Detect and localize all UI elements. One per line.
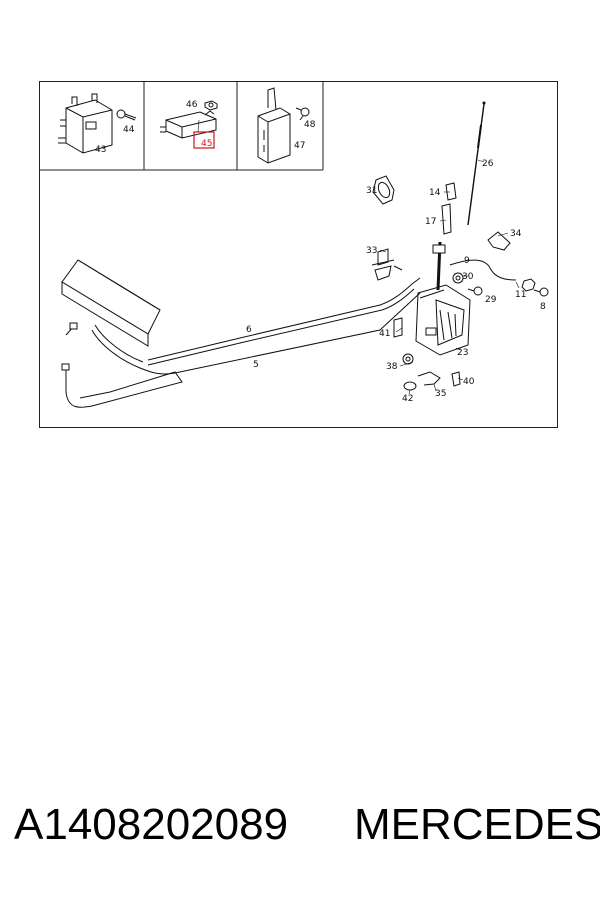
- part-42-nut: [403, 381, 417, 391]
- caption: A1408202089 MERCEDES: [14, 800, 600, 864]
- highlight-box-45: [193, 131, 215, 149]
- part-34-plate: [487, 231, 511, 251]
- callout-35: 35: [435, 389, 446, 399]
- part-45-module: [160, 110, 217, 139]
- part-6-cable-inner: [147, 288, 415, 366]
- part-29-bolt: [467, 286, 483, 296]
- part-31-grommet: [372, 175, 395, 205]
- part-11-nut: [521, 278, 536, 292]
- part-number: A1408202089: [14, 800, 289, 849]
- diagram-frame: [39, 81, 558, 428]
- leader-lines: [197, 119, 520, 395]
- part-35-clip: [417, 371, 441, 386]
- callout-38: 38: [386, 362, 398, 372]
- part-47-module: [257, 87, 291, 164]
- callout-11: 11: [515, 290, 526, 300]
- callout-44: 44: [123, 125, 135, 135]
- part-43-module: [58, 93, 113, 154]
- part-48-bolt: [295, 107, 310, 121]
- callout-29: 29: [485, 295, 497, 305]
- callout-47: 47: [294, 141, 305, 151]
- wire-harness: [65, 325, 183, 408]
- part-14-cap: [445, 182, 457, 201]
- callout-8: 8: [540, 302, 546, 312]
- part-26-antenna-mast: [467, 101, 486, 226]
- part-8-bolt: [533, 287, 549, 297]
- callout-23: 23: [457, 348, 468, 358]
- callout-46: 46: [186, 100, 198, 110]
- callout-9: 9: [464, 256, 470, 266]
- callout-17: 17: [425, 217, 436, 227]
- part-5-cable-inner: [94, 324, 144, 363]
- part-44-bolt: [116, 109, 137, 121]
- part-46-nut: [204, 100, 218, 111]
- callout-45: 45: [201, 139, 212, 149]
- callout-43: 43: [95, 145, 106, 155]
- callout-14: 14: [429, 188, 441, 198]
- callout-5: 5: [253, 360, 259, 370]
- connector-end: [61, 363, 70, 371]
- part-9-cable: [449, 259, 517, 281]
- part-41-bracket: [393, 317, 403, 338]
- part-38-bolt: [402, 353, 414, 365]
- part-17-sleeve: [441, 203, 452, 235]
- callout-48: 48: [304, 120, 316, 130]
- callout-6: 6: [246, 325, 252, 335]
- part-23-motor-housing: [415, 241, 471, 356]
- callout-33: 33: [366, 246, 377, 256]
- part-30-gear: [452, 272, 464, 284]
- part-33-hinge: [371, 248, 403, 281]
- callout-42: 42: [402, 394, 413, 404]
- part-6-cable: [147, 277, 421, 361]
- callout-34: 34: [510, 229, 522, 239]
- part-box-left: [61, 259, 161, 347]
- callout-40: 40: [463, 377, 475, 387]
- callout-30: 30: [462, 272, 474, 282]
- callout-31: 31: [366, 186, 377, 196]
- callout-41: 41: [379, 329, 390, 339]
- brand-name: MERCEDES: [354, 800, 600, 849]
- callout-labels: 43 44 46 45 47 48 26 31 14 17 34 33 30 9…: [95, 100, 546, 404]
- callout-26: 26: [482, 159, 494, 169]
- part-40-clip: [451, 371, 461, 387]
- connector-small: [69, 322, 78, 330]
